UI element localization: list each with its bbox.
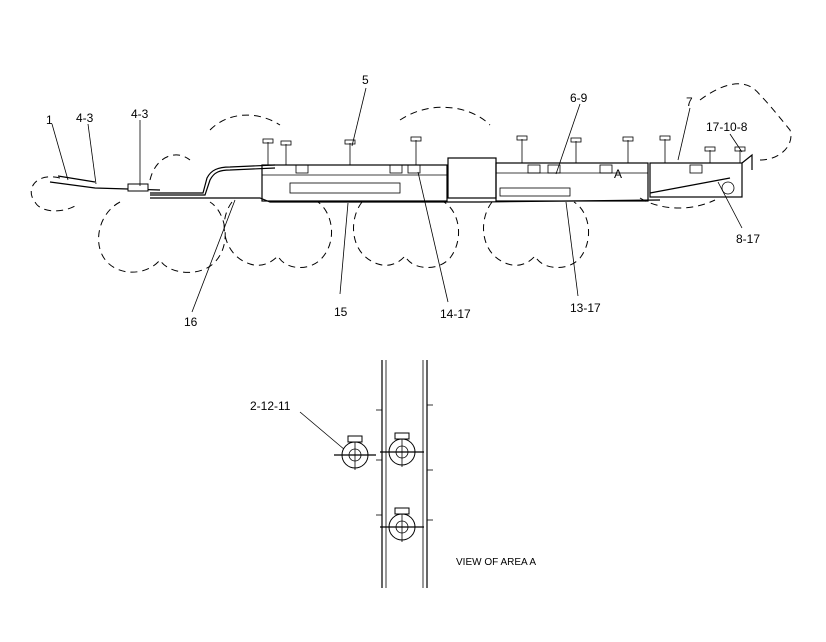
view-caption: VIEW OF AREA A [456, 557, 536, 568]
connector-1 [334, 435, 376, 470]
label-13-17: 13-17 [570, 301, 601, 315]
label-6-9: 6-9 [570, 91, 588, 105]
label-16: 16 [184, 315, 198, 329]
wiring-rail [49, 153, 753, 203]
connector-2 [380, 432, 424, 467]
label-2-12-11: 2-12-11 [250, 399, 291, 413]
callout-labels: 1 4-3 4-3 5 6-9 7 17-10-8 8-17 16 15 14-… [46, 73, 760, 413]
bolts [262, 135, 746, 174]
detail-view-area-a [334, 360, 433, 588]
engine-outline [30, 83, 792, 273]
label-8-17: 8-17 [736, 232, 760, 246]
label-1: 1 [46, 113, 53, 127]
label-7: 7 [686, 95, 693, 109]
label-4-3-a: 4-3 [76, 111, 94, 125]
label-4-3-b: 4-3 [131, 107, 149, 121]
label-17-10-8: 17-10-8 [706, 120, 748, 134]
label-area-a: A [614, 167, 622, 181]
label-5: 5 [362, 73, 369, 87]
leader-lines [51, 87, 743, 451]
connector-3 [380, 507, 424, 542]
label-15: 15 [334, 305, 348, 319]
label-14-17: 14-17 [440, 307, 471, 321]
